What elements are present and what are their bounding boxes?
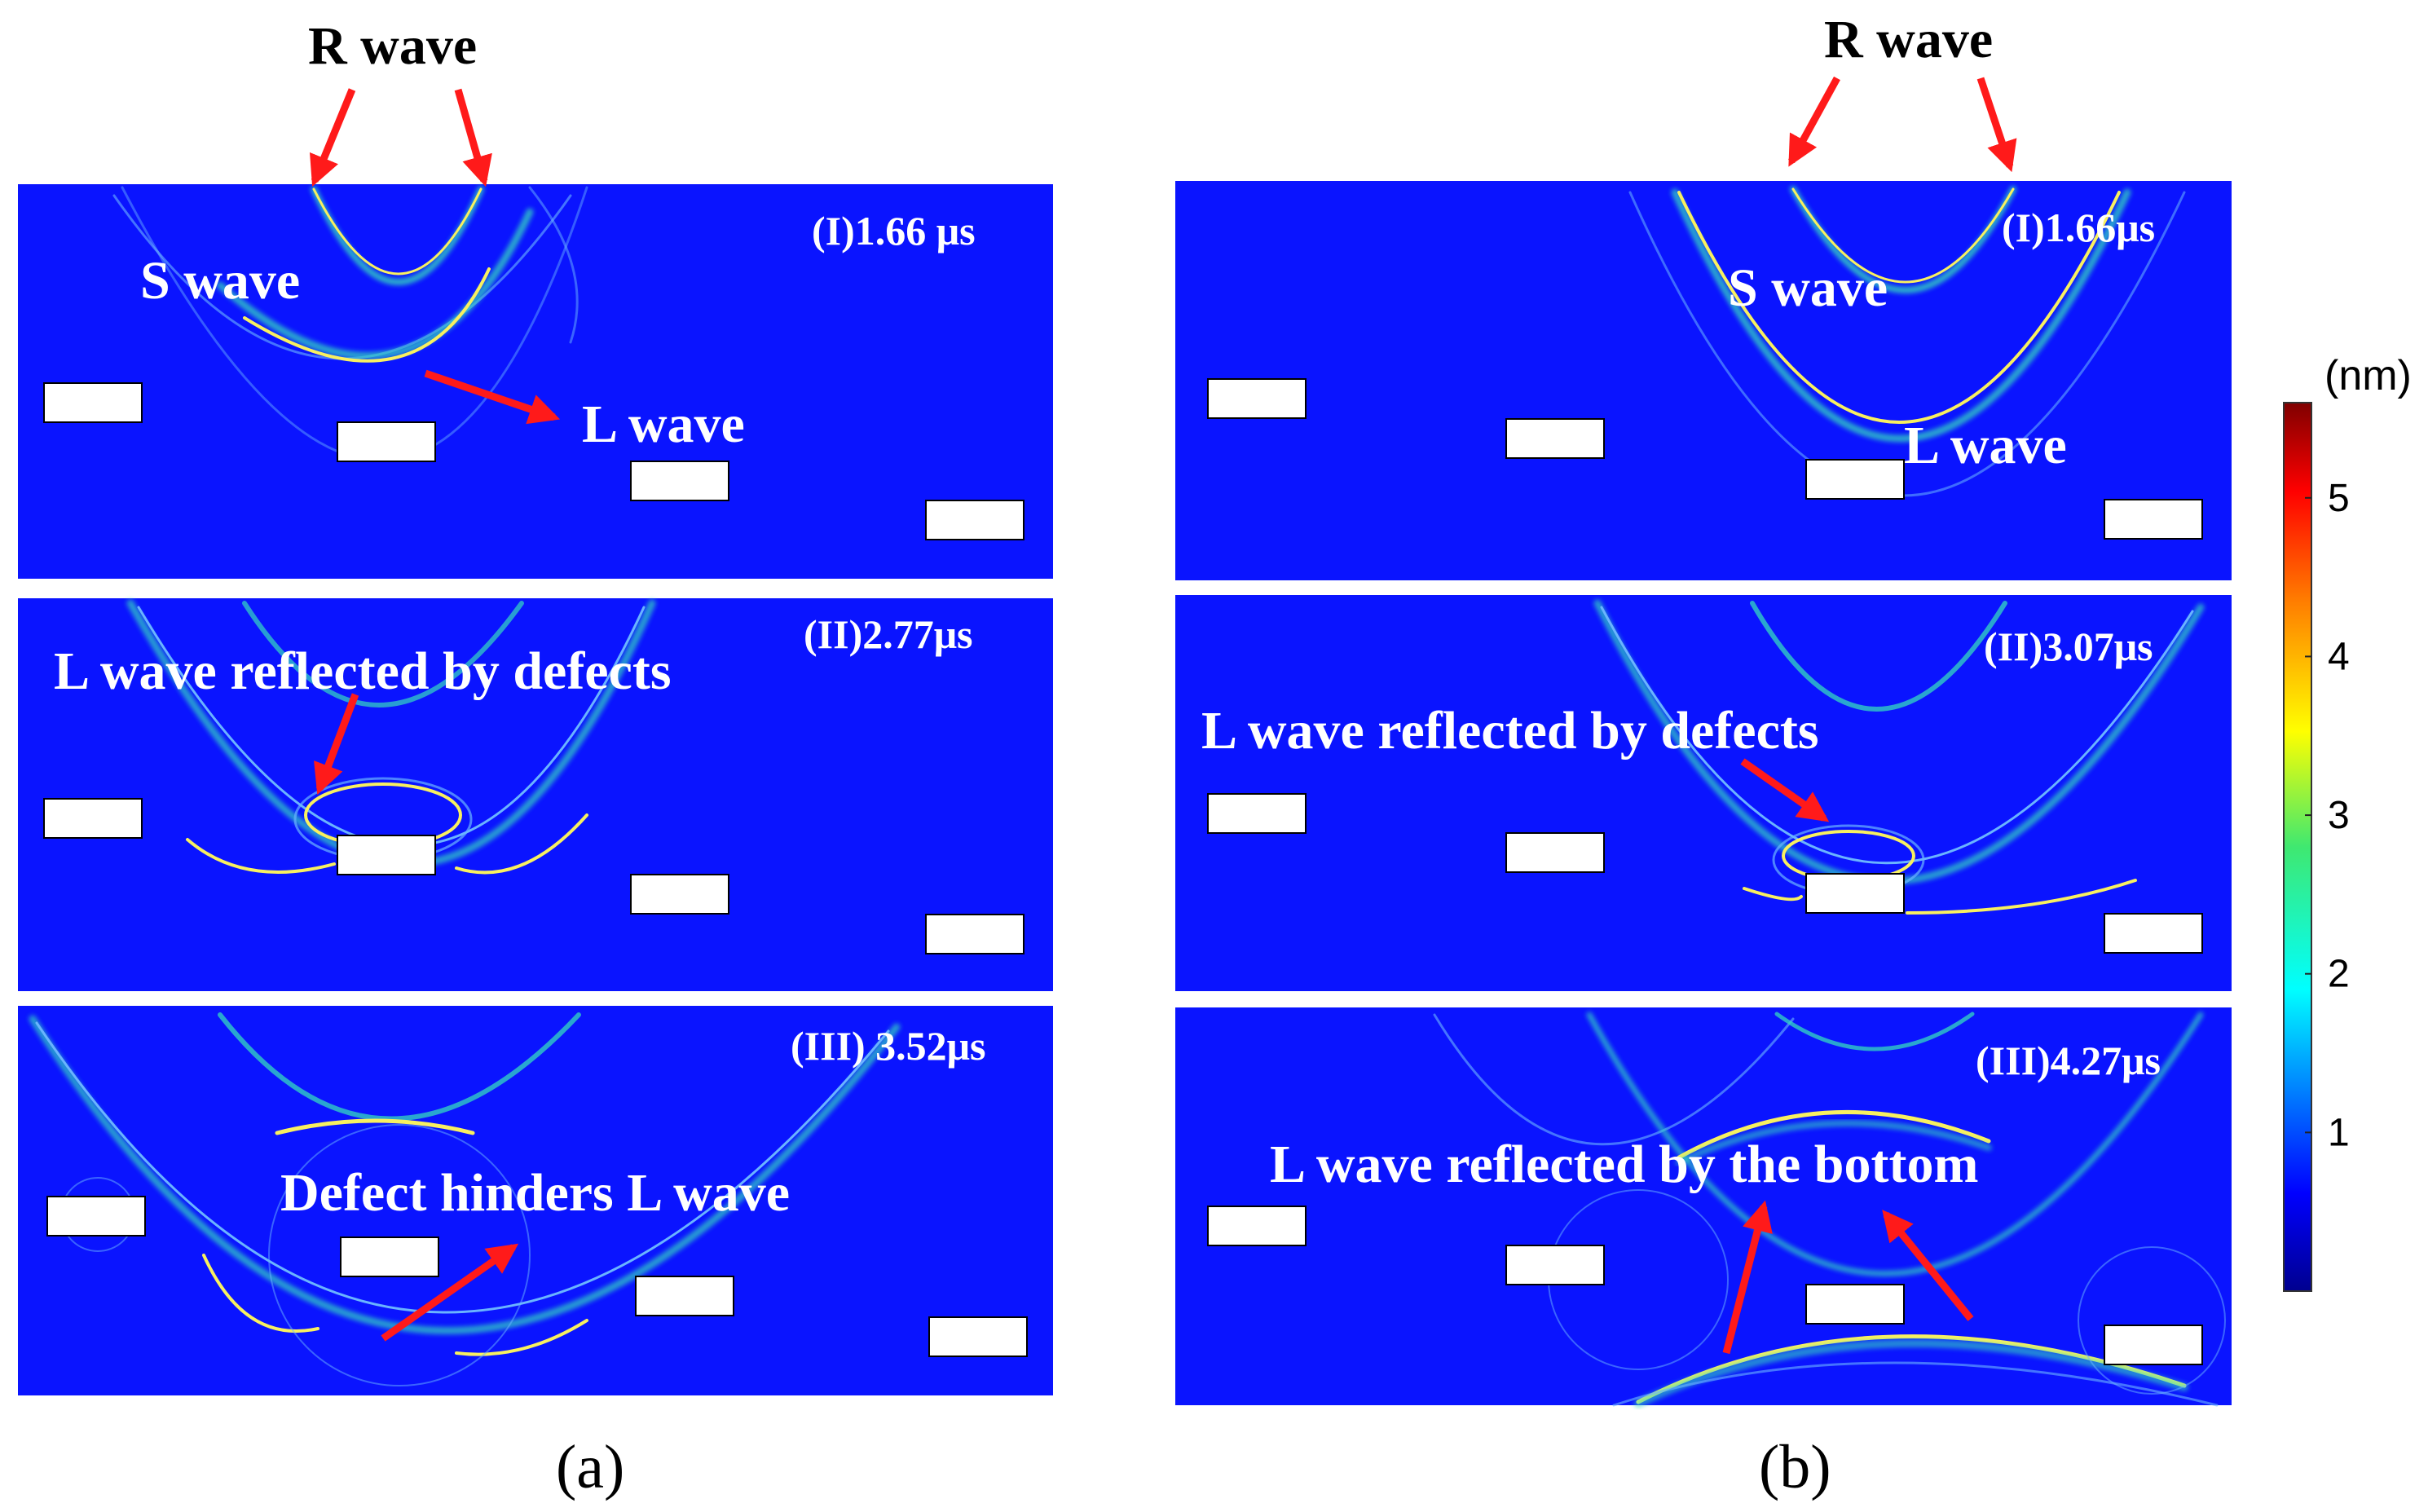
r-wave-arrow-a-right bbox=[454, 88, 492, 187]
s-wave-label-a1: S wave bbox=[140, 251, 300, 311]
time-label-b2: (II)3.07μs bbox=[1984, 624, 2153, 669]
colorbar-unit: (nm) bbox=[2324, 352, 2412, 399]
colorbar-tick-label: 4 bbox=[2328, 635, 2350, 678]
hinder-arrow-a3 bbox=[381, 1243, 519, 1342]
annotation-b2: L wave reflected by defects bbox=[1201, 701, 1819, 760]
defect bbox=[337, 835, 436, 875]
field-b2 bbox=[1175, 595, 2232, 991]
colorbar-ticks: 1 2 3 4 5 bbox=[2305, 477, 2350, 1154]
defects-a2 bbox=[43, 798, 1025, 954]
defect bbox=[340, 1236, 439, 1277]
defects-b3 bbox=[1207, 1206, 2203, 1365]
defect bbox=[1505, 418, 1605, 459]
r-wave-label-b: R wave bbox=[1824, 10, 1993, 69]
defects-a1 bbox=[43, 382, 1025, 540]
defect bbox=[1207, 1206, 1307, 1246]
defect bbox=[635, 1276, 734, 1316]
defect bbox=[1805, 1284, 1905, 1325]
r-wave-arrow-a-left bbox=[310, 88, 356, 187]
defect bbox=[1207, 793, 1307, 834]
field-b3 bbox=[1175, 1007, 2232, 1405]
defects-b1 bbox=[1207, 378, 2203, 540]
defect bbox=[46, 1196, 146, 1236]
defects-b2 bbox=[1207, 793, 2203, 954]
wavefronts-a3 bbox=[29, 1012, 901, 1386]
time-label-a2: (II)2.77μs bbox=[804, 611, 973, 657]
r-wave-arrow-b-left bbox=[1788, 76, 1840, 167]
wavefronts-b3 bbox=[1433, 1012, 2226, 1408]
defect bbox=[337, 421, 436, 462]
frame-b3: (III)4.27μs L wave reflected by the bott… bbox=[1175, 1007, 2232, 1408]
defect bbox=[1505, 832, 1605, 873]
panel-a: (I)1.66 μs S wave L wave bbox=[18, 16, 1053, 1501]
colorbar-tick-label: 5 bbox=[2328, 477, 2350, 520]
bottom-arrow-b3-right bbox=[1882, 1210, 1974, 1321]
reflection-arrow-a2 bbox=[314, 693, 359, 796]
defect bbox=[43, 382, 143, 423]
colorbar-tick-label: 2 bbox=[2328, 953, 2350, 996]
panel-b: (I)1.66μs S wave L wave (II)3.07 bbox=[1175, 10, 2232, 1501]
defect bbox=[630, 874, 729, 915]
colorbar-tick-label: 3 bbox=[2328, 794, 2350, 837]
frame-a2: (II)2.77μs L wave reflected by defects bbox=[18, 598, 1053, 991]
defect bbox=[43, 798, 143, 839]
sublabel-b: (b) bbox=[1759, 1433, 1831, 1501]
l-wave-arrow-a1 bbox=[424, 369, 561, 425]
bottom-arrow-b3-left bbox=[1722, 1200, 1773, 1355]
field-a3 bbox=[18, 1006, 1053, 1395]
l-wave-label-b1: L wave bbox=[1904, 416, 2067, 475]
defect bbox=[2104, 913, 2203, 954]
annotation-a2: L wave reflected by defects bbox=[54, 641, 672, 701]
defect bbox=[928, 1316, 1028, 1357]
sublabel-a: (a) bbox=[556, 1433, 624, 1501]
frame-a3: (III) 3.52μs Defect hinders L wave bbox=[18, 1006, 1053, 1395]
r-wave-arrow-b-right bbox=[1976, 77, 2017, 173]
colorbar: (nm) 1 2 3 4 5 bbox=[2283, 352, 2412, 1292]
time-label-b3: (III)4.27μs bbox=[1976, 1038, 2161, 1083]
l-wave-label-a1: L wave bbox=[582, 395, 745, 454]
defect bbox=[2104, 1325, 2203, 1365]
defects-a3 bbox=[46, 1196, 1028, 1357]
defect bbox=[925, 914, 1025, 954]
reflection-arrow-b2 bbox=[1740, 758, 1830, 822]
field-a1 bbox=[18, 184, 1053, 579]
colorbar-gradient bbox=[2283, 402, 2312, 1292]
time-label-a3: (III) 3.52μs bbox=[791, 1023, 985, 1069]
defect bbox=[630, 461, 729, 501]
defect bbox=[925, 500, 1025, 540]
colorbar-tick-label: 1 bbox=[2328, 1111, 2350, 1154]
r-wave-label-a: R wave bbox=[308, 16, 477, 76]
defect bbox=[1805, 873, 1905, 914]
defect bbox=[1805, 459, 1905, 500]
annotation-a3: Defect hinders L wave bbox=[280, 1163, 790, 1223]
frame-b1: (I)1.66μs S wave L wave bbox=[1175, 181, 2232, 580]
frame-a1: (I)1.66 μs S wave L wave bbox=[18, 184, 1053, 579]
defect bbox=[2104, 499, 2203, 540]
defect bbox=[1505, 1245, 1605, 1285]
s-wave-label-b1: S wave bbox=[1728, 258, 1888, 318]
time-label-a1: (I)1.66 μs bbox=[812, 208, 976, 253]
defect bbox=[1207, 378, 1307, 419]
frame-b2: (II)3.07μs L wave reflected by defects bbox=[1175, 595, 2232, 991]
time-label-b1: (I)1.66μs bbox=[2002, 205, 2155, 250]
annotation-b3: L wave reflected by the bottom bbox=[1270, 1135, 1978, 1194]
